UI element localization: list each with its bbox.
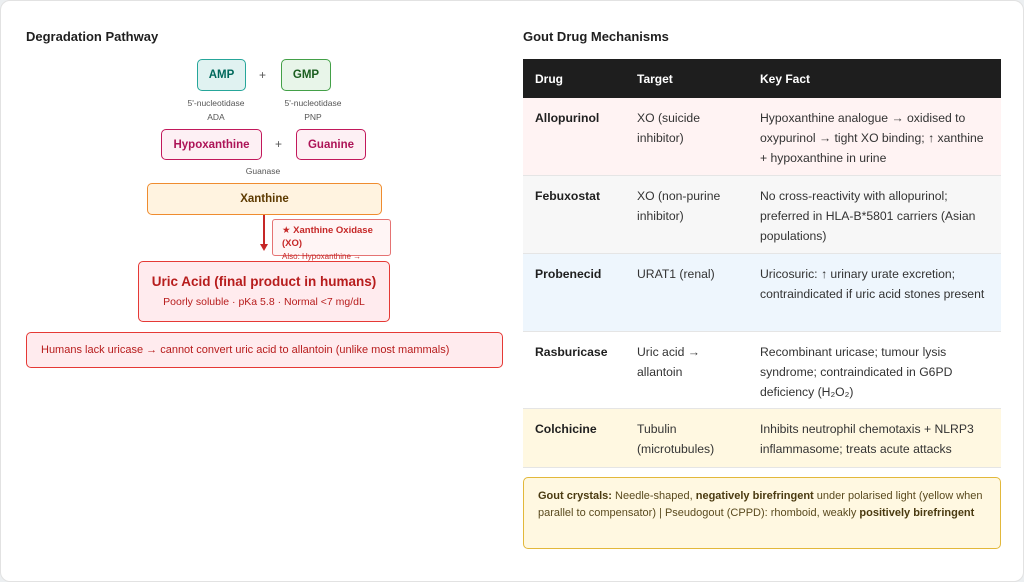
target-cell: Tubulin (microtubules) — [625, 408, 748, 468]
amp-label: AMP — [208, 69, 235, 81]
drug-cell: Colchicine — [523, 408, 625, 468]
crystals-bold-text: negatively birefringent — [695, 490, 814, 502]
target-cell: URAT1 (renal) — [625, 253, 748, 332]
xanthine-box: Xanthine — [147, 183, 382, 215]
enzyme-label: 5'-nucleotidase — [187, 98, 245, 108]
gout-crystals-note: Gout crystals: Needle-shaped, negatively… — [523, 477, 1001, 549]
crystals-text: Needle-shaped, — [611, 490, 696, 502]
column-header-target: Target — [625, 59, 748, 98]
guanine-label: Guanine — [307, 138, 354, 151]
table-row-rasburicase: Rasburicase Uric acid → allantoin Recomb… — [523, 331, 1001, 409]
crystals-text: under polarised light (yellow when paral… — [538, 490, 983, 519]
hypoxanthine-label: Hypoxanthine — [173, 138, 250, 151]
guanine-box: Guanine — [296, 129, 366, 160]
gmp-enzymes: 5'-nucleotidase PNP — [268, 96, 358, 124]
table-header-row: Drug Target Key Fact — [523, 59, 1001, 98]
table-row-colchicine: Colchicine Tubulin (microtubules) Inhibi… — [523, 408, 1001, 468]
enzyme-label: 5'-nucleotidase — [284, 98, 342, 108]
pathway-title: Degradation Pathway — [26, 29, 159, 44]
table-row-probenecid: Probenecid URAT1 (renal) Uricosuric: ↑ u… — [523, 253, 1001, 332]
plus-sign: + — [259, 68, 267, 82]
crystals-label: Gout crystals: — [538, 490, 612, 502]
uricase-note-text: Humans lack uricase → cannot convert uri… — [41, 344, 450, 356]
crystals-bold-text: positively birefringent — [859, 507, 975, 519]
drug-table-title: Gout Drug Mechanisms — [523, 29, 669, 44]
uric-acid-box: Uric Acid (final product in humans) Poor… — [138, 261, 390, 322]
target-cell: XO (non-purine inhibitor) — [625, 175, 748, 254]
gmp-label: GMP — [292, 69, 320, 81]
uric-acid-title: Uric Acid (final product in humans) — [151, 274, 377, 289]
drug-cell: Probenecid — [523, 253, 625, 332]
enzyme-label: ADA — [207, 112, 225, 122]
drug-cell: Allopurinol — [523, 98, 625, 176]
fact-cell: No cross-reactivity with allopurinol; pr… — [748, 175, 1001, 254]
fact-cell: Hypoxanthine analogue → oxidised to oxyp… — [748, 98, 1001, 176]
table-row-febuxostat: Febuxostat XO (non-purine inhibitor) No … — [523, 175, 1001, 254]
uricase-note: Humans lack uricase → cannot convert uri… — [26, 332, 503, 368]
gmp-box: GMP — [281, 59, 331, 91]
drug-table: Drug Target Key Fact Allopurinol XO (sui… — [523, 59, 1001, 468]
target-cell: Uric acid → allantoin — [625, 331, 748, 409]
fact-cell: Inhibits neutrophil chemotaxis + NLRP3 i… — [748, 408, 1001, 468]
fact-cell: Recombinant uricase; tumour lysis syndro… — [748, 331, 1001, 409]
drug-cell: Febuxostat — [523, 175, 625, 254]
fact-cell: Uricosuric: ↑ urinary urate excretion; c… — [748, 253, 1001, 332]
uric-acid-subtitle: Poorly soluble · pKa 5.8 · Normal <7 mg/… — [163, 296, 365, 308]
target-cell: XO (suicide inhibitor) — [625, 98, 748, 176]
hypoxanthine-box: Hypoxanthine — [161, 129, 262, 160]
xo-arrow — [263, 215, 265, 245]
drug-cell: Rasburicase — [523, 331, 625, 409]
column-header-drug: Drug — [523, 59, 625, 98]
xanthine-label: Xanthine — [240, 193, 289, 205]
enzyme-label: PNP — [304, 112, 322, 122]
xo-arrow-head — [260, 244, 268, 251]
xo-label: ★ Xanthine Oxidase (XO) — [282, 225, 373, 249]
amp-enzymes: 5'-nucleotidase ADA — [171, 96, 261, 124]
guanase-label: Guanase — [245, 166, 281, 176]
xo-enzyme-box: ★ Xanthine Oxidase (XO) Also: Hypoxanthi… — [272, 219, 391, 274]
plus-sign: + — [275, 137, 283, 151]
amp-box: AMP — [197, 59, 246, 91]
table-row-allopurinol: Allopurinol XO (suicide inhibitor) Hypox… — [523, 98, 1001, 176]
column-header-key-fact: Key Fact — [748, 59, 1001, 98]
